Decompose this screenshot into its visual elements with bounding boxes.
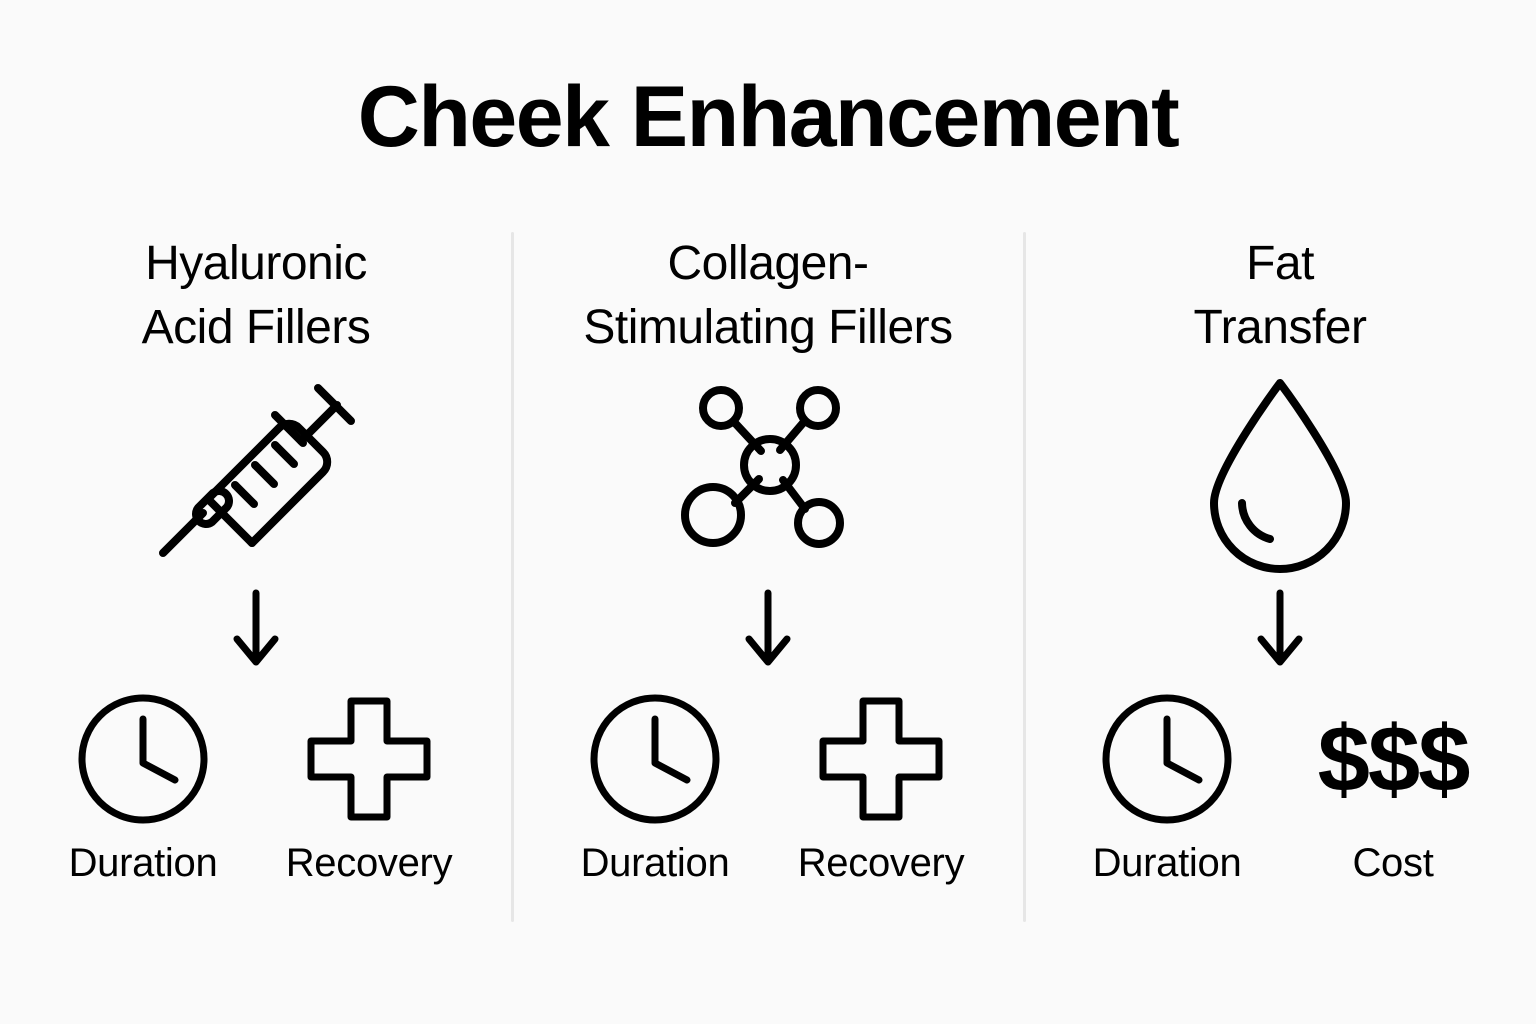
metric-recovery: Recovery [285,689,453,883]
column-title: Fat Transfer [1194,232,1367,361]
syringe-icon [159,383,355,557]
medical-cross-icon [307,697,431,821]
column-title-line-2: Transfer [1193,301,1367,355]
arrow-slot [745,589,791,669]
metric-icon-slot [1100,689,1234,829]
metric-icon-slot [76,689,210,829]
arrow-down-icon [233,589,279,666]
column-title-line-2: Acid Fillers [141,301,371,355]
dollar-signs-icon: $$$ [1317,705,1471,811]
metric-cost: $$$ Cost [1309,689,1477,883]
metric-recovery: Recovery [797,689,965,883]
treatment-columns: Hyaluronic Acid Fillers [0,232,1536,922]
clock-icon [590,694,720,824]
arrow-down-icon [745,589,791,666]
metrics-row: Duration Recovery [571,689,965,883]
main-icon-slot [1200,375,1360,573]
arrow-slot [233,589,279,669]
column-title-line-1: Collagen- [667,237,869,290]
metric-duration: Duration [59,689,227,883]
metric-duration: Duration [1083,689,1251,883]
column-title-line-1: Hyaluronic [145,237,367,290]
clock-icon [78,694,208,824]
treatment-column-collagen-stimulating-fillers: Collagen- Stimulating Fillers [511,232,1024,922]
arrow-slot [1257,589,1303,669]
metric-icon-slot [817,689,945,829]
metric-label: Duration [580,840,730,885]
metric-label: Recovery [797,840,965,885]
treatment-column-fat-transfer: Fat Transfer [1023,232,1536,922]
medical-cross-icon [819,697,943,821]
column-title-line-2: Stimulating Fillers [583,301,953,355]
metric-icon-slot [305,689,433,829]
metric-label: Cost [1352,840,1434,885]
column-title: Collagen- Stimulating Fillers [583,232,953,361]
metric-icon-slot: $$$ [1317,689,1471,829]
column-title-line-1: Fat [1246,237,1314,290]
column-title: Hyaluronic Acid Fillers [142,232,371,361]
main-icon-slot [673,375,863,565]
arrow-down-icon [1257,589,1303,666]
molecule-icon [681,385,844,548]
clock-icon [1102,694,1232,824]
metric-icon-slot [588,689,722,829]
droplet-icon [1210,378,1350,573]
metric-label: Duration [68,840,218,885]
page-title: Cheek Enhancement [357,69,1180,165]
treatment-column-hyaluronic-acid-fillers: Hyaluronic Acid Fillers [0,232,512,922]
metric-label: Duration [1092,840,1242,885]
metric-duration: Duration [571,689,739,883]
metrics-row: Duration $$$ Cost [1083,689,1477,883]
metrics-row: Duration Recovery [59,689,453,883]
metric-label: Recovery [285,840,453,885]
main-icon-slot [151,375,361,565]
